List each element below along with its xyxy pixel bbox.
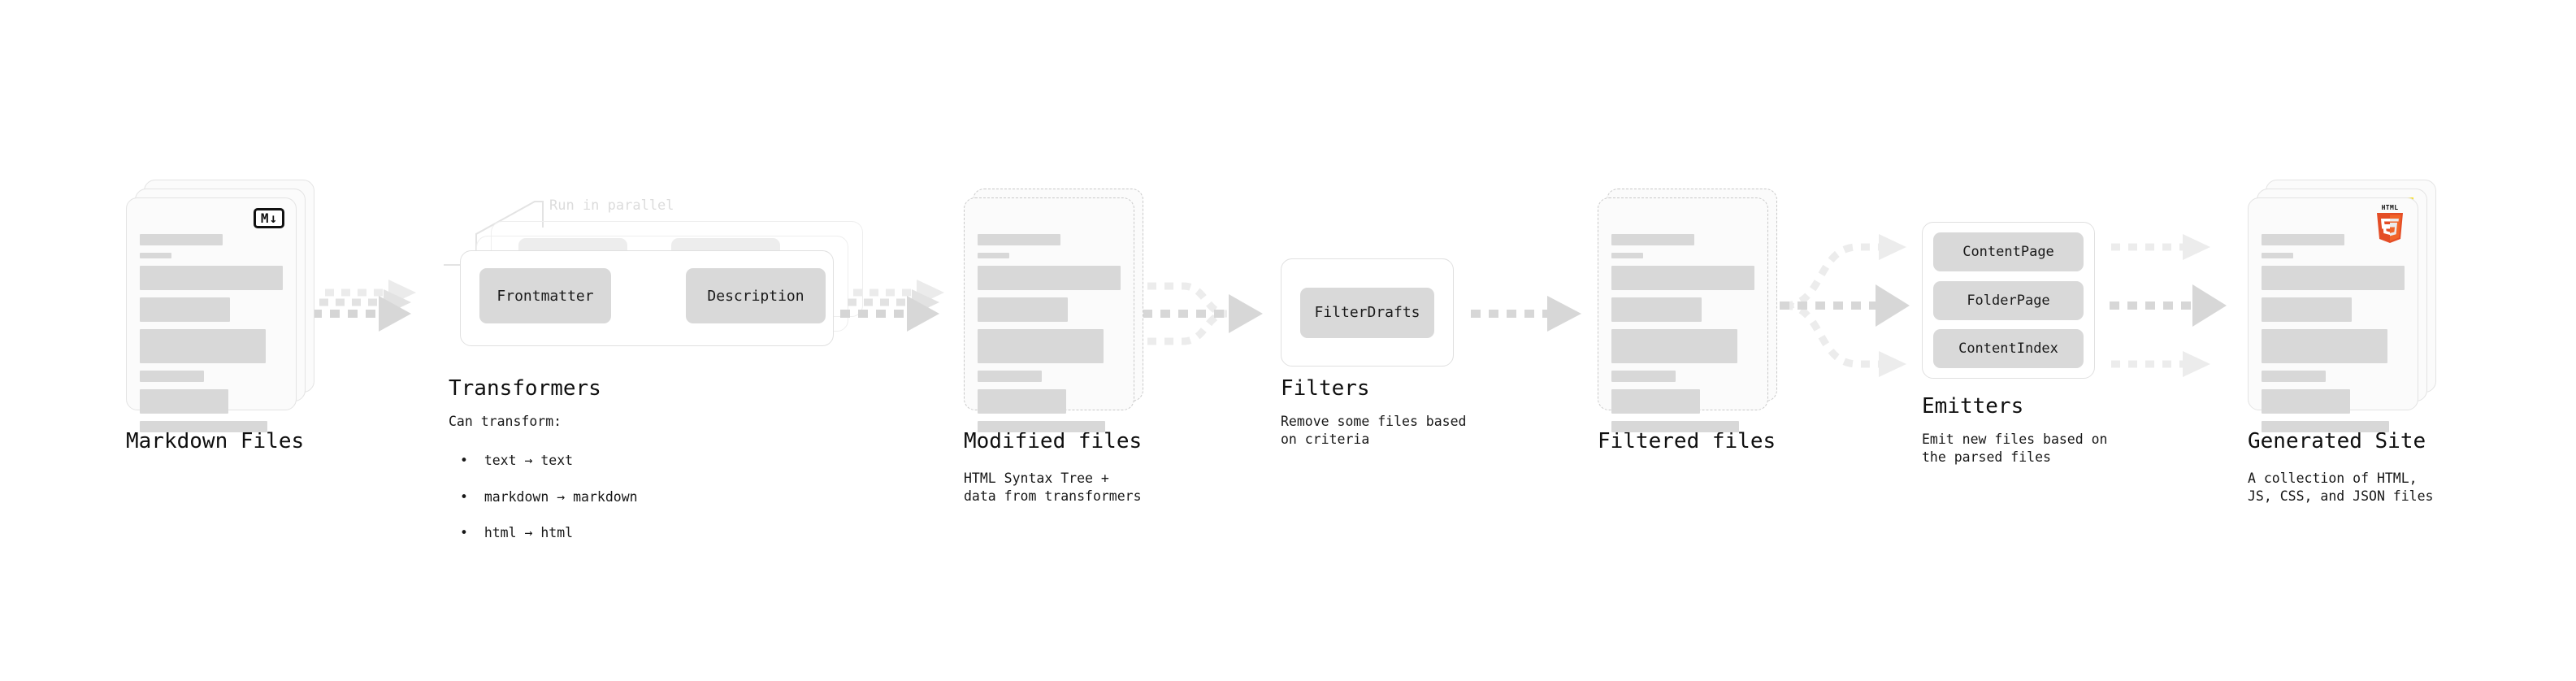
filters-box: FilterDrafts [1281, 258, 1454, 367]
html5-badge: HTML [2374, 205, 2406, 244]
markdown-badge-arrow: ↓ [269, 210, 278, 226]
bullet-item: • html → html [460, 525, 574, 541]
markdown-badge-letter: M [260, 210, 269, 226]
stage-modified-files [964, 189, 1152, 432]
connector-md-to-transformers [310, 276, 457, 358]
emitters-box: ContentPage FolderPage ContentIndex [1922, 222, 2095, 379]
generated-site-subtitle: A collection of HTML, JS, CSS, and JSON … [2248, 471, 2434, 505]
stage-generated-site: css HTML [2248, 180, 2436, 432]
bullet-item: • markdown → markdown [460, 488, 638, 505]
stage-title-filtered-files: Filtered files [1598, 429, 1776, 453]
stage-title-transformers: Transformers [449, 376, 601, 401]
transformers-bullet-list: • text → text • markdown → markdown • ht… [460, 434, 638, 561]
annotation-run-in-parallel: Run in parallel [549, 197, 674, 214]
connector-filters-to-filtered [1468, 293, 1614, 349]
stage-filtered-files [1598, 189, 1786, 432]
filtered-file-stack [1598, 189, 1786, 432]
modified-file-stack [964, 189, 1152, 432]
pill-description[interactable]: Description [686, 268, 826, 323]
emitters-subtitle: Emit new files based on the parsed files [1922, 432, 2108, 466]
stage-title-markdown-files: Markdown Files [126, 429, 305, 453]
connector-filtered-to-emitters [1776, 228, 1963, 390]
stage-title-generated-site: Generated Site [2248, 429, 2426, 453]
pill-folderpage[interactable]: FolderPage [1933, 280, 2084, 320]
bullet-item: • text → text [460, 453, 574, 469]
html5-badge-label: HTML [2381, 204, 2399, 211]
html5-shield-icon [2377, 213, 2403, 243]
file-card-front [1598, 197, 1768, 432]
connector-transformers-to-modified [839, 276, 985, 358]
stage-title-modified-files: Modified files [964, 429, 1143, 453]
transformers-subtitle: Can transform: [449, 414, 562, 429]
pill-frontmatter[interactable]: Frontmatter [479, 268, 611, 323]
file-card-front-html: HTML [2248, 197, 2418, 432]
filters-subtitle: Remove some files based on criteria [1281, 414, 1467, 448]
file-content-placeholder [1611, 234, 1754, 440]
file-content-placeholder [140, 234, 283, 440]
pill-contentpage[interactable]: ContentPage [1933, 232, 2084, 271]
markdown-badge: M ↓ [254, 208, 284, 228]
connector-emitters-to-site [2106, 228, 2269, 390]
pill-filterdrafts[interactable]: FilterDrafts [1300, 287, 1434, 338]
modified-files-subtitle: HTML Syntax Tree + data from transformer… [964, 471, 1142, 505]
generated-file-stack: css HTML [2248, 180, 2436, 432]
file-content-placeholder [2262, 234, 2405, 440]
file-content-placeholder [978, 234, 1121, 440]
stage-title-emitters: Emitters [1922, 394, 2024, 419]
stage-markdown-files: M ↓ M ↓ M ↓ [126, 180, 314, 432]
file-card-front: M ↓ [126, 197, 297, 432]
stage-title-filters: Filters [1281, 376, 1370, 401]
connector-modified-to-filters [1136, 268, 1299, 366]
file-card-front [964, 197, 1134, 432]
markdown-file-stack: M ↓ M ↓ M ↓ [126, 180, 314, 432]
pill-contentindex[interactable]: ContentIndex [1933, 329, 2084, 369]
